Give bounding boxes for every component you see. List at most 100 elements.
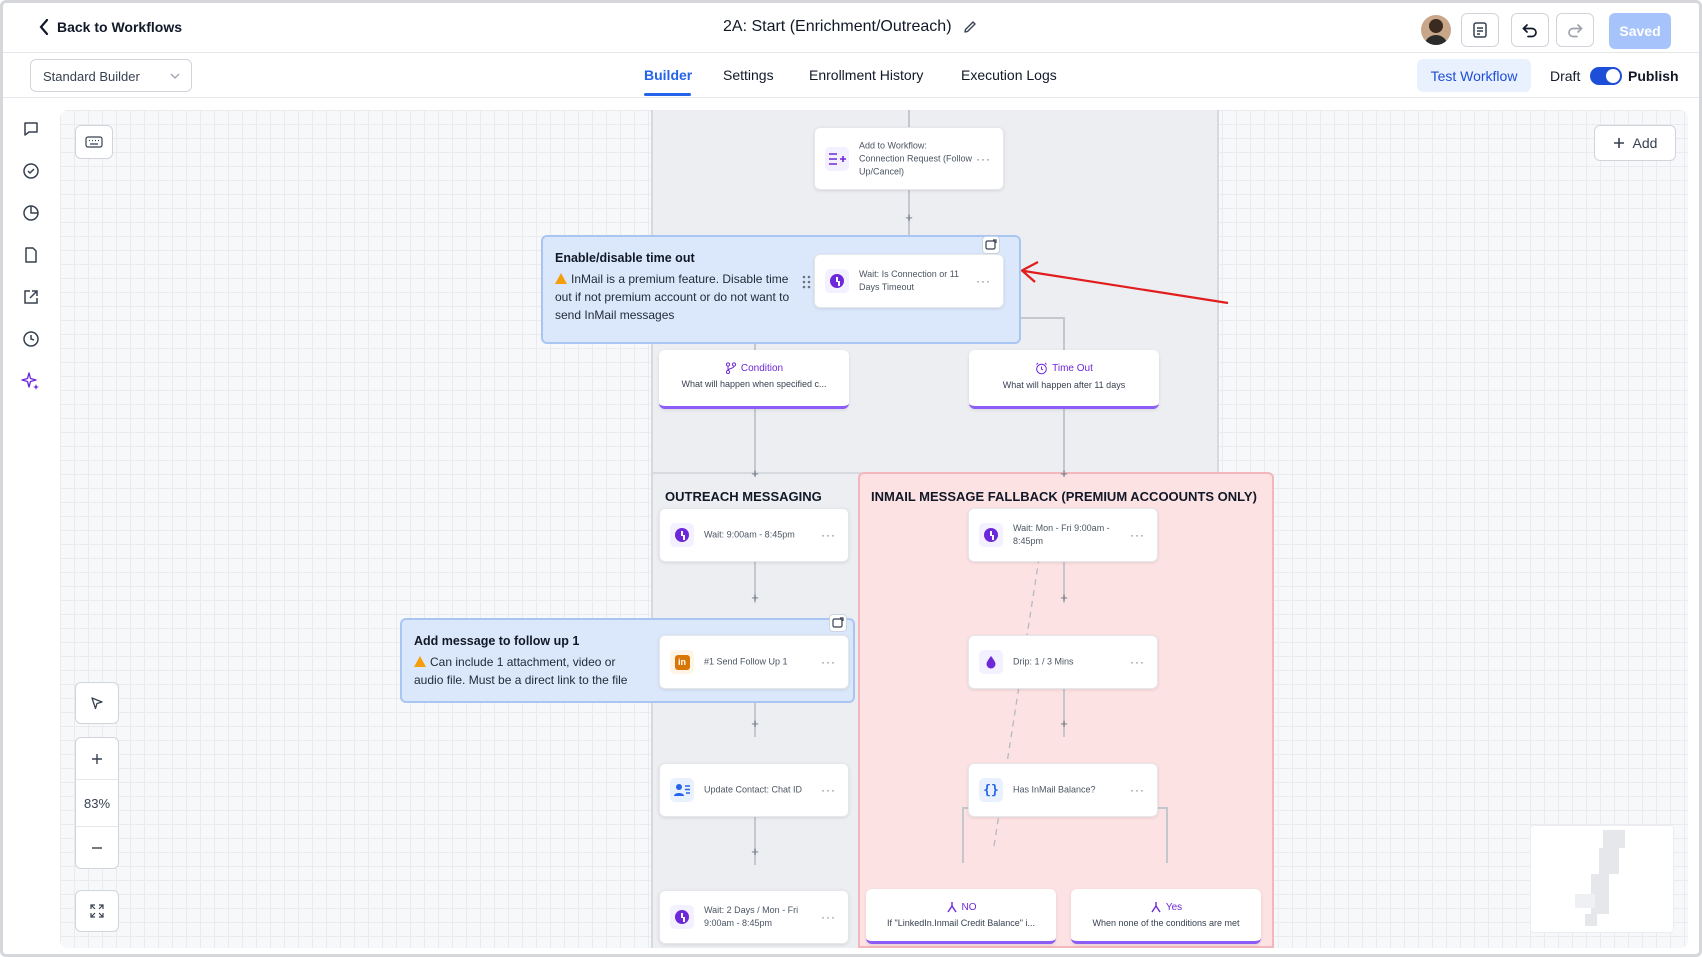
clock-icon bbox=[825, 269, 849, 293]
zoom-in-button[interactable] bbox=[76, 738, 118, 780]
sparkle-icon[interactable] bbox=[21, 371, 41, 391]
add-button[interactable]: Add bbox=[1594, 125, 1676, 161]
braces-icon: {} bbox=[979, 778, 1003, 802]
annotation-arrow-icon bbox=[1020, 261, 1229, 305]
inmail-section-title: INMAIL MESSAGE FALLBACK (PREMIUM ACCOOUN… bbox=[871, 489, 1257, 504]
user-avatar[interactable] bbox=[1421, 15, 1451, 45]
more-options-icon[interactable]: ··· bbox=[821, 783, 836, 797]
left-rail bbox=[3, 98, 58, 954]
list-plus-icon bbox=[825, 146, 849, 171]
node-label: Wait: Mon - Fri 9:00am - 8:45pm bbox=[1013, 523, 1110, 546]
builder-select[interactable]: Standard Builder bbox=[30, 59, 192, 92]
wait-outreach-node[interactable]: Wait: 9:00am - 8:45pm ··· bbox=[659, 508, 849, 562]
update-contact-node[interactable]: Update Contact: Chat ID ··· bbox=[659, 763, 849, 817]
fit-view-button[interactable] bbox=[75, 890, 119, 932]
tab-settings[interactable]: Settings bbox=[723, 67, 774, 83]
droplet-icon bbox=[979, 650, 1003, 674]
builder-select-value: Standard Builder bbox=[43, 69, 140, 84]
follow-up-note-title: Add message to follow up 1 bbox=[414, 634, 580, 648]
chat-icon[interactable] bbox=[21, 119, 41, 139]
tab-enrollment-history[interactable]: Enrollment History bbox=[809, 67, 924, 83]
select-tool-button[interactable] bbox=[75, 682, 119, 724]
minimap[interactable] bbox=[1530, 825, 1674, 933]
undo-button[interactable] bbox=[1511, 13, 1549, 47]
node-label: Wait: 2 Days / Mon - Fri 9:00am - 8:45pm bbox=[704, 905, 799, 928]
external-link-icon[interactable] bbox=[21, 287, 41, 307]
wait-inmail-node[interactable]: Wait: Mon - Fri 9:00am - 8:45pm ··· bbox=[968, 508, 1158, 562]
pie-chart-icon[interactable] bbox=[21, 203, 41, 223]
more-options-icon[interactable]: ··· bbox=[976, 274, 991, 288]
zoom-out-button[interactable] bbox=[76, 826, 118, 868]
notes-button[interactable] bbox=[1461, 13, 1499, 47]
branch-description: What will happen when specified c... bbox=[681, 379, 827, 389]
node-label: Wait: Is Connection or 11 Days Timeout bbox=[859, 269, 960, 292]
wait-2-days-node[interactable]: Wait: 2 Days / Mon - Fri 9:00am - 8:45pm… bbox=[659, 890, 849, 944]
add-step-button[interactable]: + bbox=[751, 590, 759, 605]
clock-history-icon[interactable] bbox=[21, 329, 41, 349]
document-icon[interactable] bbox=[21, 245, 41, 265]
condition-branch[interactable]: Condition What will happen when specifie… bbox=[659, 350, 849, 409]
connector bbox=[908, 110, 910, 127]
yes-branch[interactable]: Yes When none of the conditions are met bbox=[1071, 889, 1261, 944]
branch-title: Time Out bbox=[1052, 363, 1093, 374]
add-step-button[interactable]: + bbox=[1060, 716, 1068, 731]
timeout-branch[interactable]: Time Out What will happen after 11 days bbox=[969, 350, 1159, 409]
drag-handle-icon[interactable] bbox=[802, 275, 812, 289]
cursor-icon bbox=[91, 697, 103, 710]
redo-button[interactable] bbox=[1556, 13, 1594, 47]
zoom-level: 83% bbox=[83, 795, 111, 811]
timeout-note-body: InMail is a premium feature. Disable tim… bbox=[555, 272, 790, 322]
add-step-button[interactable]: + bbox=[751, 716, 759, 731]
more-options-icon[interactable]: ··· bbox=[1130, 783, 1145, 797]
has-inmail-balance-node[interactable]: {} Has InMail Balance? ··· bbox=[968, 763, 1158, 817]
more-options-icon[interactable]: ··· bbox=[1130, 655, 1145, 669]
branch-description: If "LinkedIn.Inmail Credit Balance" i... bbox=[887, 918, 1035, 928]
more-options-icon[interactable]: ··· bbox=[821, 910, 836, 924]
warning-icon bbox=[555, 273, 567, 284]
add-step-button[interactable]: + bbox=[1060, 466, 1068, 481]
branch-title: Condition bbox=[740, 362, 784, 374]
pencil-icon[interactable] bbox=[962, 19, 978, 35]
drip-node[interactable]: Drip: 1 / 3 Mins ··· bbox=[968, 635, 1158, 689]
expand-icon bbox=[90, 904, 104, 918]
workflow-canvas[interactable]: + + + + + + + + Enable/disable time out … bbox=[60, 110, 1688, 948]
more-options-icon[interactable]: ··· bbox=[1130, 528, 1145, 542]
plus-icon bbox=[1613, 138, 1624, 148]
saved-button[interactable]: Saved bbox=[1609, 13, 1671, 49]
add-to-workflow-node[interactable]: Add to Workflow: Connection Request (Fol… bbox=[814, 127, 1004, 190]
split-icon bbox=[1151, 902, 1161, 913]
send-follow-up-node[interactable]: in #1 Send Follow Up 1 ··· bbox=[659, 635, 849, 689]
minus-icon bbox=[92, 846, 102, 849]
sub-header: Standard Builder Builder Settings Enroll… bbox=[3, 53, 1699, 98]
clock-icon bbox=[979, 523, 1003, 547]
no-branch[interactable]: NO If "LinkedIn.Inmail Credit Balance" i… bbox=[866, 889, 1056, 944]
back-to-workflows-link[interactable]: Back to Workflows bbox=[39, 19, 182, 35]
tab-execution-logs[interactable]: Execution Logs bbox=[961, 67, 1057, 83]
more-options-icon[interactable]: ··· bbox=[976, 151, 991, 166]
node-label: Wait: 9:00am - 8:45pm bbox=[704, 529, 795, 540]
connector bbox=[754, 775, 756, 865]
split-icon bbox=[946, 902, 957, 913]
test-workflow-button[interactable]: Test Workflow bbox=[1417, 59, 1531, 92]
note-toggle-icon[interactable] bbox=[982, 236, 1000, 254]
add-step-button[interactable]: + bbox=[905, 210, 913, 225]
more-options-icon[interactable]: ··· bbox=[821, 655, 836, 669]
clock-icon bbox=[670, 523, 694, 547]
add-step-button[interactable]: + bbox=[751, 466, 759, 481]
connector bbox=[1063, 406, 1065, 476]
note-toggle-icon[interactable] bbox=[829, 614, 847, 632]
add-step-button[interactable]: + bbox=[751, 844, 759, 859]
add-step-button[interactable]: + bbox=[1060, 590, 1068, 605]
publish-label: Publish bbox=[1628, 68, 1679, 84]
plus-icon bbox=[92, 753, 102, 764]
keyboard-shortcuts-button[interactable] bbox=[75, 125, 113, 159]
check-circle-icon[interactable] bbox=[21, 161, 41, 181]
wait-connection-node[interactable]: Wait: Is Connection or 11 Days Timeout ·… bbox=[814, 254, 1004, 308]
back-label: Back to Workflows bbox=[57, 19, 182, 35]
branch-title: Yes bbox=[1165, 901, 1183, 913]
publish-toggle[interactable] bbox=[1590, 67, 1622, 85]
warning-icon bbox=[414, 656, 426, 667]
active-tab-indicator bbox=[644, 93, 691, 96]
more-options-icon[interactable]: ··· bbox=[821, 528, 836, 542]
tab-builder[interactable]: Builder bbox=[644, 67, 693, 83]
